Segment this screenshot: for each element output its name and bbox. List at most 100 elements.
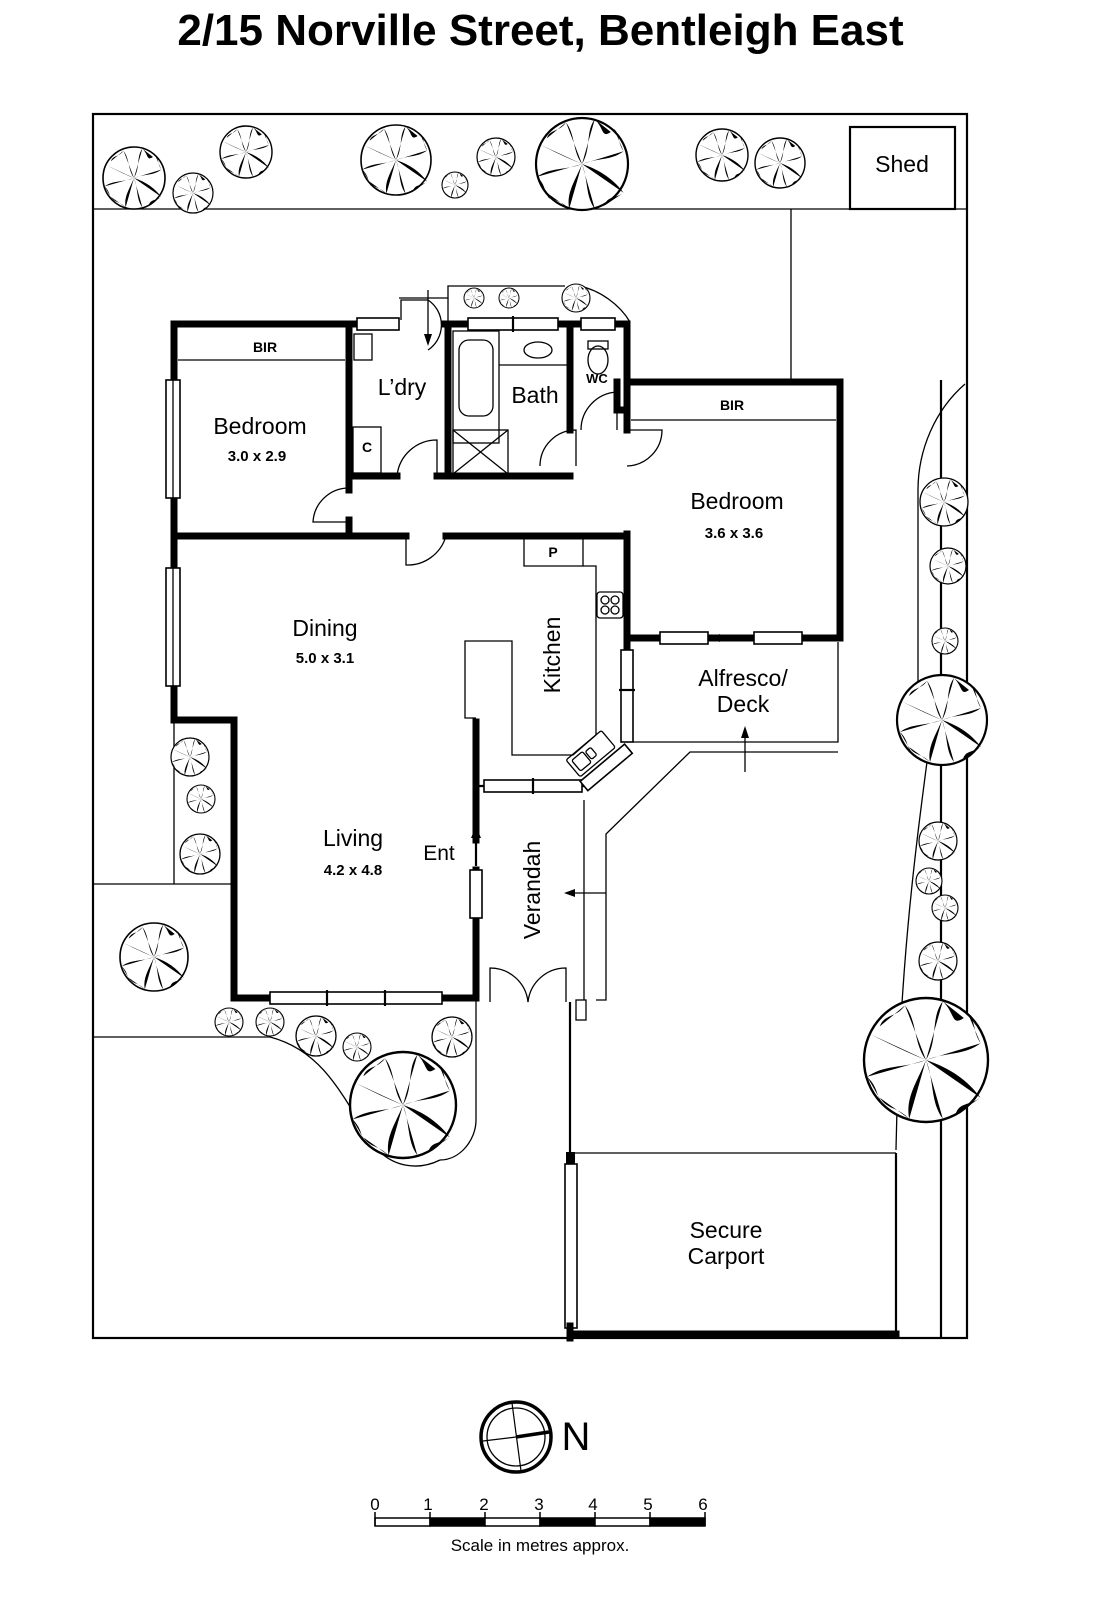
bedroom2-dims: 3.6 x 3.6 [705,525,763,542]
verandah-outline [596,751,838,1001]
window [620,649,634,743]
garden-bed-edge [917,383,966,690]
tree-icon [498,287,520,309]
bedroom2-label: Bedroom [690,488,783,514]
basin-icon [523,341,553,359]
tree-icon [186,784,216,814]
cooktop-icon [596,591,624,619]
cooktop-burner [600,605,610,615]
tree-icon [119,922,189,992]
exterior-wall [623,378,844,642]
tree-icon [918,821,958,861]
laundry-cupboard [352,426,382,474]
tree-icon [179,833,221,875]
window [579,742,634,792]
tree-icon [441,171,469,199]
kitchen-label: Kitchen [539,617,565,694]
door-bedroom1[interactable] [312,487,350,523]
shed-outline [848,125,957,211]
door-dining[interactable] [405,535,447,566]
scale-tick: 0 [370,1495,379,1514]
bath-label: Bath [511,382,558,408]
door-verandah[interactable] [489,967,567,1003]
tree-icon [534,116,630,212]
exterior-wall [170,320,480,1002]
tree-icon [915,867,943,895]
shed: Shed [848,125,957,211]
bathtub-icon [458,339,494,417]
laundry-label: L’dry [378,374,427,400]
bir-label: BIR [253,339,277,355]
sink-icon [566,730,616,777]
shower-cross [452,429,509,475]
bir-label: BIR [720,397,744,413]
tree-icon [342,1032,372,1062]
carport-label-line2: Carport [688,1243,765,1269]
tree-icon [476,137,516,177]
tree-icon [918,941,958,981]
living-label: Living [323,825,383,851]
scale-tick: 4 [588,1495,597,1514]
cooktop-burner [610,605,620,615]
window [580,317,616,331]
door-bedroom2[interactable] [626,429,663,467]
tree-icon [895,673,989,767]
tree-icon [463,287,485,309]
gate-post [566,1152,575,1164]
cupboard-label: C [362,439,372,455]
sliding-door[interactable] [753,631,803,645]
tree-icon [431,1016,473,1058]
verandah-label: Verandah [519,841,545,939]
tree-icon [919,477,969,527]
tree-icon [172,172,214,214]
scale-tick: 3 [534,1495,543,1514]
deck-outline [633,642,839,743]
garden-bed-edge [439,1000,477,1161]
tree-icon [931,894,959,922]
bedroom1-dims: 3.0 x 2.9 [228,448,286,465]
tree-icon [295,1015,337,1057]
bedroom1-label: Bedroom [213,413,306,439]
tree-icon [931,627,959,655]
tree-icon [170,737,210,777]
scale-tick: 5 [643,1495,652,1514]
cooktop-burner [600,595,610,605]
sliding-door[interactable] [659,631,709,645]
tree-icon [255,1007,285,1037]
cooktop-burner [610,595,620,605]
gate-post [575,999,587,1021]
toilet-icon [587,345,609,375]
entry-label: Ent [423,842,455,865]
page-title: 2/15 Norville Street, Bentleigh East [177,6,904,55]
door-bath[interactable] [539,429,577,467]
tree-icon [561,283,591,313]
living-dims: 4.2 x 4.8 [324,862,382,879]
bathtub-outline [452,330,500,444]
interior-wall [345,320,401,480]
scale-caption: Scale in metres approx. [451,1536,630,1555]
north-label: N [562,1415,591,1459]
carport-label-line1: Secure [690,1217,763,1243]
tree-icon [219,125,273,179]
tree-icon [695,128,749,182]
door-wc[interactable] [580,391,618,431]
tree-icon [214,1007,244,1037]
north-arrow: N [479,1400,591,1474]
scale-tick: 2 [479,1495,488,1514]
wc-label: WC [586,371,608,386]
window [469,869,483,919]
planter-edge [399,285,565,299]
scale-bar: 0 1 2 3 4 5 6 Scale in metres approx. [370,1495,707,1555]
arrow-left-icon [564,889,575,897]
door-laundry-external[interactable] [400,299,442,351]
tree-icon [929,547,967,585]
carport-gate[interactable] [564,1163,578,1329]
tree-icon [102,146,166,210]
arrow-up-icon [741,726,749,738]
arrow-left-icon [710,634,720,642]
pantry-label: P [548,544,557,560]
window [356,317,400,331]
door-laundry[interactable] [396,439,438,477]
window [269,991,443,1005]
shower-icon [452,429,509,475]
